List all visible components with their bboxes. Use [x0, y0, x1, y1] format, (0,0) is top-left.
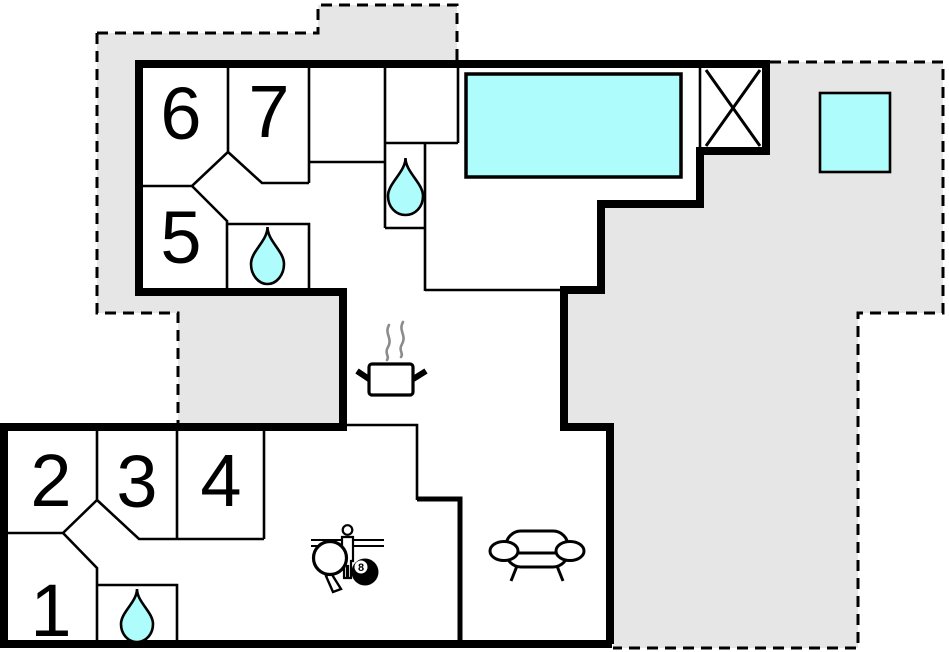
foosball-player-head-icon	[341, 524, 354, 536]
room-labels: 6 7 5 2 3 4 1	[30, 70, 289, 652]
sofa-right-leg	[555, 565, 565, 582]
room3-room4-walls	[96, 429, 266, 541]
room5-walls	[191, 185, 229, 291]
terrace-areas	[97, 5, 943, 648]
bathroom-upper-left-walls	[228, 222, 311, 291]
games-icon: 8	[311, 524, 384, 594]
room2-walls	[4, 429, 99, 535]
kitchen-pot-icon	[355, 320, 428, 397]
room6-walls	[137, 60, 230, 188]
pot-body	[367, 362, 415, 397]
bathroom-lower-walls	[97, 583, 179, 644]
water-drop-icon-lower	[119, 588, 155, 644]
hot-tub	[818, 91, 892, 174]
room-3-label: 3	[116, 440, 157, 523]
sofa-right-armrest	[554, 540, 586, 562]
room-7-label: 7	[248, 70, 289, 153]
room-4-label: 4	[200, 439, 241, 522]
eight-ball-number: 8	[358, 562, 364, 574]
eight-ball-circle	[354, 560, 368, 574]
x-marker-icon	[704, 69, 762, 147]
terrace-right-outline	[613, 60, 945, 650]
table-tennis-paddle-icon	[311, 539, 349, 577]
water-drop-icon-pool-bath	[386, 157, 425, 217]
room1-walls	[62, 532, 99, 644]
room-6-label: 6	[160, 72, 201, 155]
terrace-outlines	[95, 3, 945, 650]
upper-outer-wall	[135, 60, 770, 644]
sofa-icon	[488, 529, 586, 582]
hall-room-walls	[309, 60, 564, 292]
room-2-label: 2	[30, 439, 71, 522]
swimming-pool	[464, 72, 683, 179]
kitchen-nook-walls	[347, 423, 419, 500]
terrace-upper-left-outline	[95, 3, 459, 423]
lower-building-walls	[0, 423, 612, 648]
terrace-upper-left	[97, 5, 457, 423]
sofa-left-armrest	[488, 540, 520, 562]
room-1-label: 1	[30, 569, 71, 652]
sofa-left-leg	[509, 565, 519, 582]
steam-icon	[385, 320, 405, 362]
water-drop-icon-upper	[249, 226, 286, 286]
bathroom-drops	[119, 157, 425, 644]
room-5-label: 5	[160, 196, 201, 279]
terrace-right	[568, 62, 943, 648]
lower-outer-wall	[0, 423, 612, 648]
lower-interior-thick-wall	[417, 496, 463, 644]
upper-building-walls	[135, 60, 770, 644]
